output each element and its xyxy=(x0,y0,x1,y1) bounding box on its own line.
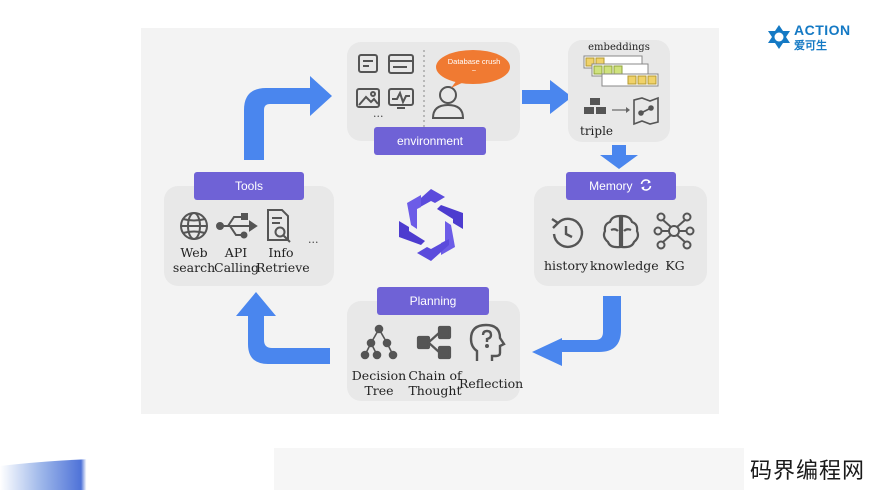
user-icon xyxy=(431,86,465,119)
note-icon xyxy=(358,54,378,73)
speech-bubble xyxy=(436,50,510,88)
browser-window-icon xyxy=(388,54,414,74)
arrow-tools-to-environment xyxy=(244,76,332,160)
tools-ellipsis: ··· xyxy=(308,236,319,249)
memory-icons xyxy=(551,212,695,250)
image-icon xyxy=(356,88,380,108)
bottom-swoosh xyxy=(0,448,744,490)
tools-web-line2: search xyxy=(172,260,216,275)
planning-title: Planning xyxy=(377,287,489,315)
planning-item-decision-tree-label: Decision Tree xyxy=(349,368,409,398)
tools-item-info-retrieve-label: Info Retrieve xyxy=(256,245,310,275)
network-icon xyxy=(653,212,695,250)
watermark-text: 码界编程网 xyxy=(750,459,866,484)
document-search-icon xyxy=(267,209,291,243)
planning-decision-line1: Decision xyxy=(351,368,407,383)
refresh-icon xyxy=(640,179,652,191)
tools-item-web-search-label: Web search xyxy=(172,245,216,275)
reflection-icon xyxy=(469,323,506,361)
brand-logo-subtext: 爱可生 xyxy=(794,39,827,52)
tools-title: Tools xyxy=(194,172,304,200)
decision-tree-icon xyxy=(360,324,398,360)
embeddings-card: embeddings triple xyxy=(568,40,670,142)
tools-api-line2: Calling xyxy=(214,260,260,275)
tools-item-api-calling-label: API Calling xyxy=(214,245,260,275)
map-graph-icon xyxy=(633,96,659,126)
tools-info-line1: Info xyxy=(268,245,294,260)
triple-blocks-icon xyxy=(584,98,606,114)
arrow-planning-to-tools xyxy=(236,292,330,364)
usb-icon xyxy=(216,213,258,239)
speech-bubble-text: Database crush ~ xyxy=(447,57,501,75)
brand-logo-mark xyxy=(768,25,790,49)
memory-title: Memory xyxy=(566,172,676,200)
tools-api-line1: API xyxy=(224,245,248,260)
history-icon xyxy=(551,217,584,249)
planning-icons xyxy=(360,323,506,361)
tools-info-line2: Retrieve xyxy=(256,260,310,275)
environment-title: environment xyxy=(374,127,486,155)
brand-logo: ACTION 爱可生 xyxy=(766,20,866,54)
tools-card: ··· Web search API Calling Info Retrieve xyxy=(164,186,334,286)
tools-icons xyxy=(180,209,291,243)
embeddings-title: embeddings xyxy=(588,42,650,53)
planning-item-chain-of-thought-label: Chain of Thought xyxy=(405,368,465,398)
memory-item-history-label: history xyxy=(543,258,589,273)
embedding-vectors xyxy=(583,55,659,87)
arrow-environment-to-embeddings xyxy=(522,80,572,114)
chain-of-thought-icon xyxy=(416,325,452,360)
environment-ellipsis: ··· xyxy=(373,110,384,123)
planning-chain-line1: Chain of xyxy=(408,368,462,383)
memory-item-knowledge-label: knowledge xyxy=(590,258,659,273)
brain-icon xyxy=(602,214,640,249)
brand-logo-text: ACTION xyxy=(794,22,851,38)
globe-icon xyxy=(180,212,208,240)
memory-card: history knowledge KG xyxy=(534,186,707,286)
planning-decision-line2: Tree xyxy=(364,383,394,398)
environment-icons xyxy=(356,50,510,132)
monitor-chart-icon xyxy=(388,88,414,109)
center-agent-logo xyxy=(399,189,463,261)
planning-item-reflection-label: Reflection xyxy=(459,376,524,391)
arrow-embeddings-to-memory xyxy=(600,145,638,169)
planning-chain-line2: Thought xyxy=(408,383,462,398)
environment-card: ··· Database crush ~ xyxy=(347,42,520,141)
tools-web-line1: Web xyxy=(180,245,208,260)
memory-title-text: Memory xyxy=(589,179,633,193)
embeddings-graphic xyxy=(583,55,659,126)
triple-label: triple xyxy=(580,124,614,138)
planning-card: Decision Tree Chain of Thought Reflectio… xyxy=(347,301,524,401)
arrow-memory-to-planning xyxy=(532,296,621,366)
memory-item-kg-label: KG xyxy=(665,258,685,273)
